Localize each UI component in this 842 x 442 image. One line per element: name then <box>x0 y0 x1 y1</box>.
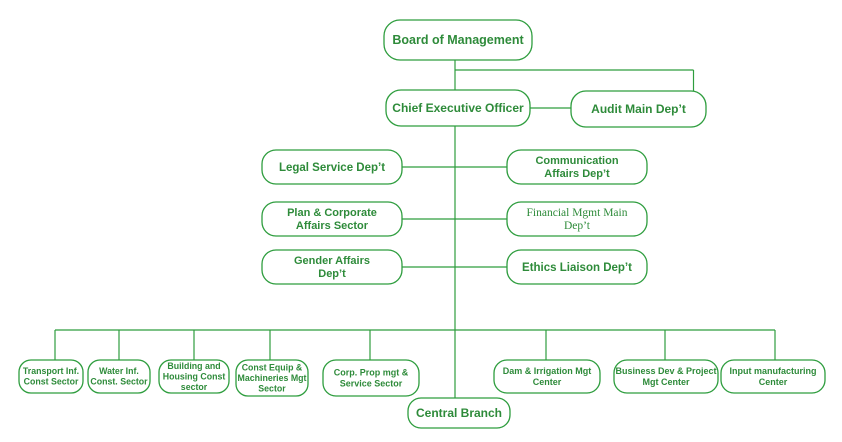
node-plan-label: Plan & Corporate <box>287 207 377 219</box>
node-central: Central Branch <box>407 397 511 429</box>
node-financial-box <box>506 201 648 237</box>
node-equip-label: Machineries Mgt <box>238 373 307 383</box>
node-transport-label: Transport Inf. <box>23 366 79 376</box>
node-input-label: Center <box>759 377 788 387</box>
node-communication-label: Communication <box>535 155 618 167</box>
node-building-label: Housing Const <box>163 371 226 381</box>
node-input-box <box>720 359 826 394</box>
node-audit-box <box>570 90 707 128</box>
node-legal: Legal Service Dep’t <box>261 149 403 185</box>
node-transport: Transport Inf.Const Sector <box>18 359 84 394</box>
node-financial-label: Financial Mgmt Main <box>527 207 628 219</box>
node-ethics-label: Ethics Liaison Dep’t <box>522 262 632 274</box>
node-central-box <box>407 397 511 429</box>
node-corp: Corp. Prop mgt &Service Sector <box>322 359 420 397</box>
node-board: Board of Management <box>383 19 533 61</box>
node-communication-box <box>506 149 648 185</box>
node-ceo: Chief Executive Officer <box>385 89 531 127</box>
node-business-label: Business Dev & Project <box>615 366 716 376</box>
node-water-label: Water Inf. <box>99 366 139 376</box>
node-communication-label: Affairs Dep’t <box>544 168 610 180</box>
node-water-box <box>87 359 151 394</box>
node-building-label: Building and <box>167 361 220 371</box>
node-board-box <box>383 19 533 61</box>
node-corp-label: Service Sector <box>340 378 403 388</box>
node-building-label: sector <box>181 382 208 392</box>
node-audit-label: Audit Main Dep’t <box>591 102 686 116</box>
node-ethics-box <box>506 249 648 285</box>
node-legal-box <box>261 149 403 185</box>
node-corp-box <box>322 359 420 397</box>
node-ethics: Ethics Liaison Dep’t <box>506 249 648 285</box>
node-water-label: Const. Sector <box>90 377 148 387</box>
node-plan-box <box>261 201 403 237</box>
node-water: Water Inf.Const. Sector <box>87 359 151 394</box>
node-gender-label: Gender Affairs <box>294 255 370 267</box>
node-legal-label: Legal Service Dep’t <box>279 162 385 174</box>
node-plan-label: Affairs Sector <box>296 220 369 232</box>
node-central-label: Central Branch <box>416 406 502 420</box>
node-ceo-label: Chief Executive Officer <box>392 101 524 115</box>
node-dam-box <box>493 359 601 394</box>
node-gender-label: Dep’t <box>318 268 346 280</box>
node-equip-label: Const Equip & <box>242 363 303 373</box>
node-transport-box <box>18 359 84 394</box>
node-input-label: Input manufacturing <box>730 366 817 376</box>
node-equip-box <box>235 359 309 397</box>
node-equip-label: Sector <box>258 383 286 393</box>
node-financial-label: Dep’t <box>564 220 591 232</box>
node-building-box <box>158 359 230 394</box>
node-gender-box <box>261 249 403 285</box>
node-business-label: Mgt Center <box>643 377 690 387</box>
node-dam-label: Center <box>533 377 562 387</box>
node-business-box <box>613 359 719 394</box>
node-corp-label: Corp. Prop mgt & <box>334 368 409 378</box>
node-ceo-box <box>385 89 531 127</box>
connector-lines <box>54 60 776 398</box>
node-dam-label: Dam & Irrigation Mgt <box>503 366 592 376</box>
node-transport-label: Const Sector <box>24 377 79 387</box>
node-audit: Audit Main Dep’t <box>570 90 707 128</box>
node-board-label: Board of Management <box>392 33 524 47</box>
